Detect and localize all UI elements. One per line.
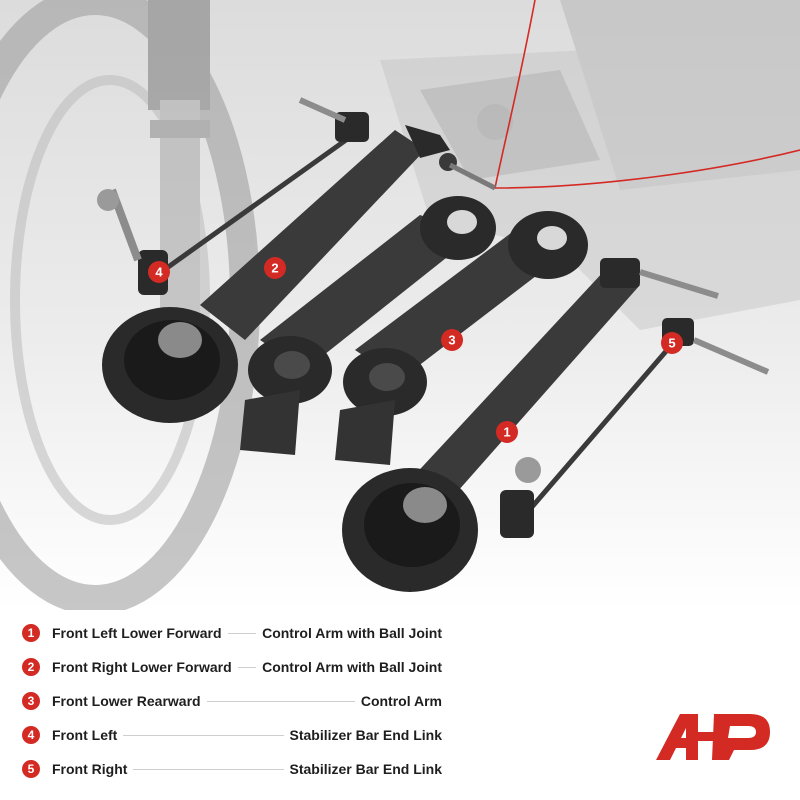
legend-number-badge: 1 (22, 624, 40, 642)
legend-position-label: Front Left (52, 727, 118, 743)
legend-row: 5 Front Right Stabilizer Bar End Link (22, 756, 442, 782)
legend-row: 4 Front Left Stabilizer Bar End Link (22, 722, 442, 748)
legend-number-badge: 3 (22, 692, 40, 710)
stabilizer-link-front-right (500, 318, 770, 538)
legend-position-label: Front Right (52, 761, 128, 777)
product-photo: 1 2 3 4 5 (0, 0, 800, 610)
legend-part-label: Control Arm with Ball Joint (262, 659, 442, 675)
background-subframe (380, 0, 800, 330)
legend-row: 3 Front Lower Rearward Control Arm (22, 688, 442, 714)
callout-badge-5: 5 (661, 332, 683, 354)
legend-divider-line (206, 700, 355, 702)
legend-number-badge: 5 (22, 760, 40, 778)
control-arm-rear-right (335, 211, 588, 465)
legend-position-label: Front Right Lower Forward (52, 659, 232, 675)
legend-position-label: Front Left Lower Forward (52, 625, 222, 641)
legend-row: 2 Front Right Lower Forward Control Arm … (22, 654, 442, 680)
legend-part-label: Control Arm with Ball Joint (262, 625, 442, 641)
callout-number-5: 5 (668, 336, 675, 351)
callout-badge-2: 2 (264, 257, 286, 279)
legend-position-label: Front Lower Rearward (52, 693, 201, 709)
legend-part-label: Stabilizer Bar End Link (289, 727, 442, 743)
control-arm-front-left (342, 258, 719, 592)
ap-brand-logo-icon (656, 714, 770, 760)
legend-divider-line (237, 666, 257, 668)
legend-divider-line (133, 768, 284, 770)
callout-number-1: 1 (503, 425, 510, 440)
control-arm-rear-left (240, 196, 496, 455)
legend-number-badge: 4 (22, 726, 40, 744)
callout-number-4: 4 (155, 265, 163, 280)
callout-badge-4: 4 (148, 261, 170, 283)
callout-badge-1: 1 (496, 421, 518, 443)
control-arm-front-right (102, 125, 497, 423)
callout-number-3: 3 (448, 333, 455, 348)
callout-badge-3: 3 (441, 329, 463, 351)
legend-part-label: Stabilizer Bar End Link (289, 761, 442, 777)
legend-divider-line (227, 632, 257, 634)
callout-number-2: 2 (271, 261, 278, 276)
legend-row: 1 Front Left Lower Forward Control Arm w… (22, 620, 442, 646)
legend-divider-line (123, 734, 284, 736)
legend-number-badge: 2 (22, 658, 40, 676)
accent-curve (494, 0, 800, 189)
legend-part-label: Control Arm (360, 693, 442, 709)
stabilizer-link-front-left (97, 97, 369, 295)
